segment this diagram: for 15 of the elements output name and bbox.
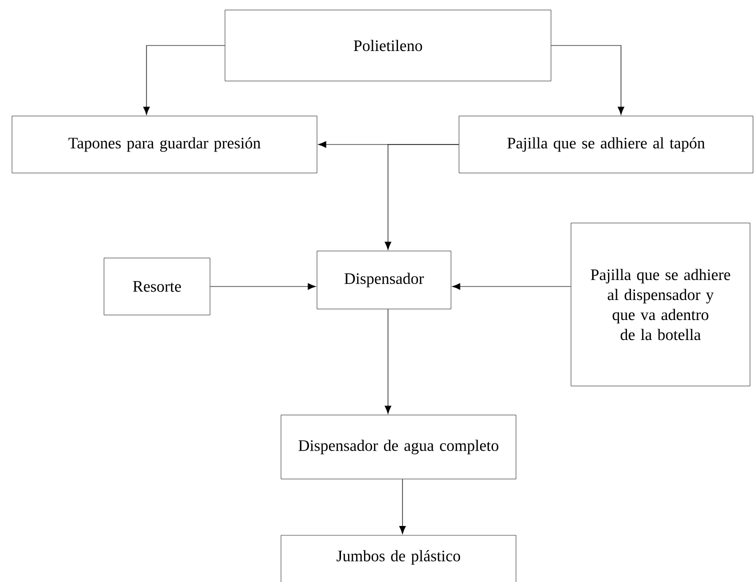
arrow xyxy=(384,308,392,414)
arrow xyxy=(384,144,460,250)
process-box: Dispensador de agua completo xyxy=(280,414,516,480)
arrow xyxy=(452,283,572,290)
process-box: Resorte xyxy=(104,258,210,316)
arrow xyxy=(550,45,624,115)
arrow xyxy=(210,283,316,290)
process-box: Dispensador xyxy=(316,250,452,310)
arrow xyxy=(399,478,406,534)
process-box: Polietileno xyxy=(224,10,552,82)
process-box: Pajilla que se adhiere al tapón xyxy=(458,116,754,174)
arrow xyxy=(143,45,226,115)
process-box: Jumbos de plástico xyxy=(280,535,516,582)
process-box: Pajilla que se adhiere al dispensador y que va adentro de la botella xyxy=(570,222,750,386)
process-box: Tapones para guardar presión xyxy=(12,116,318,174)
